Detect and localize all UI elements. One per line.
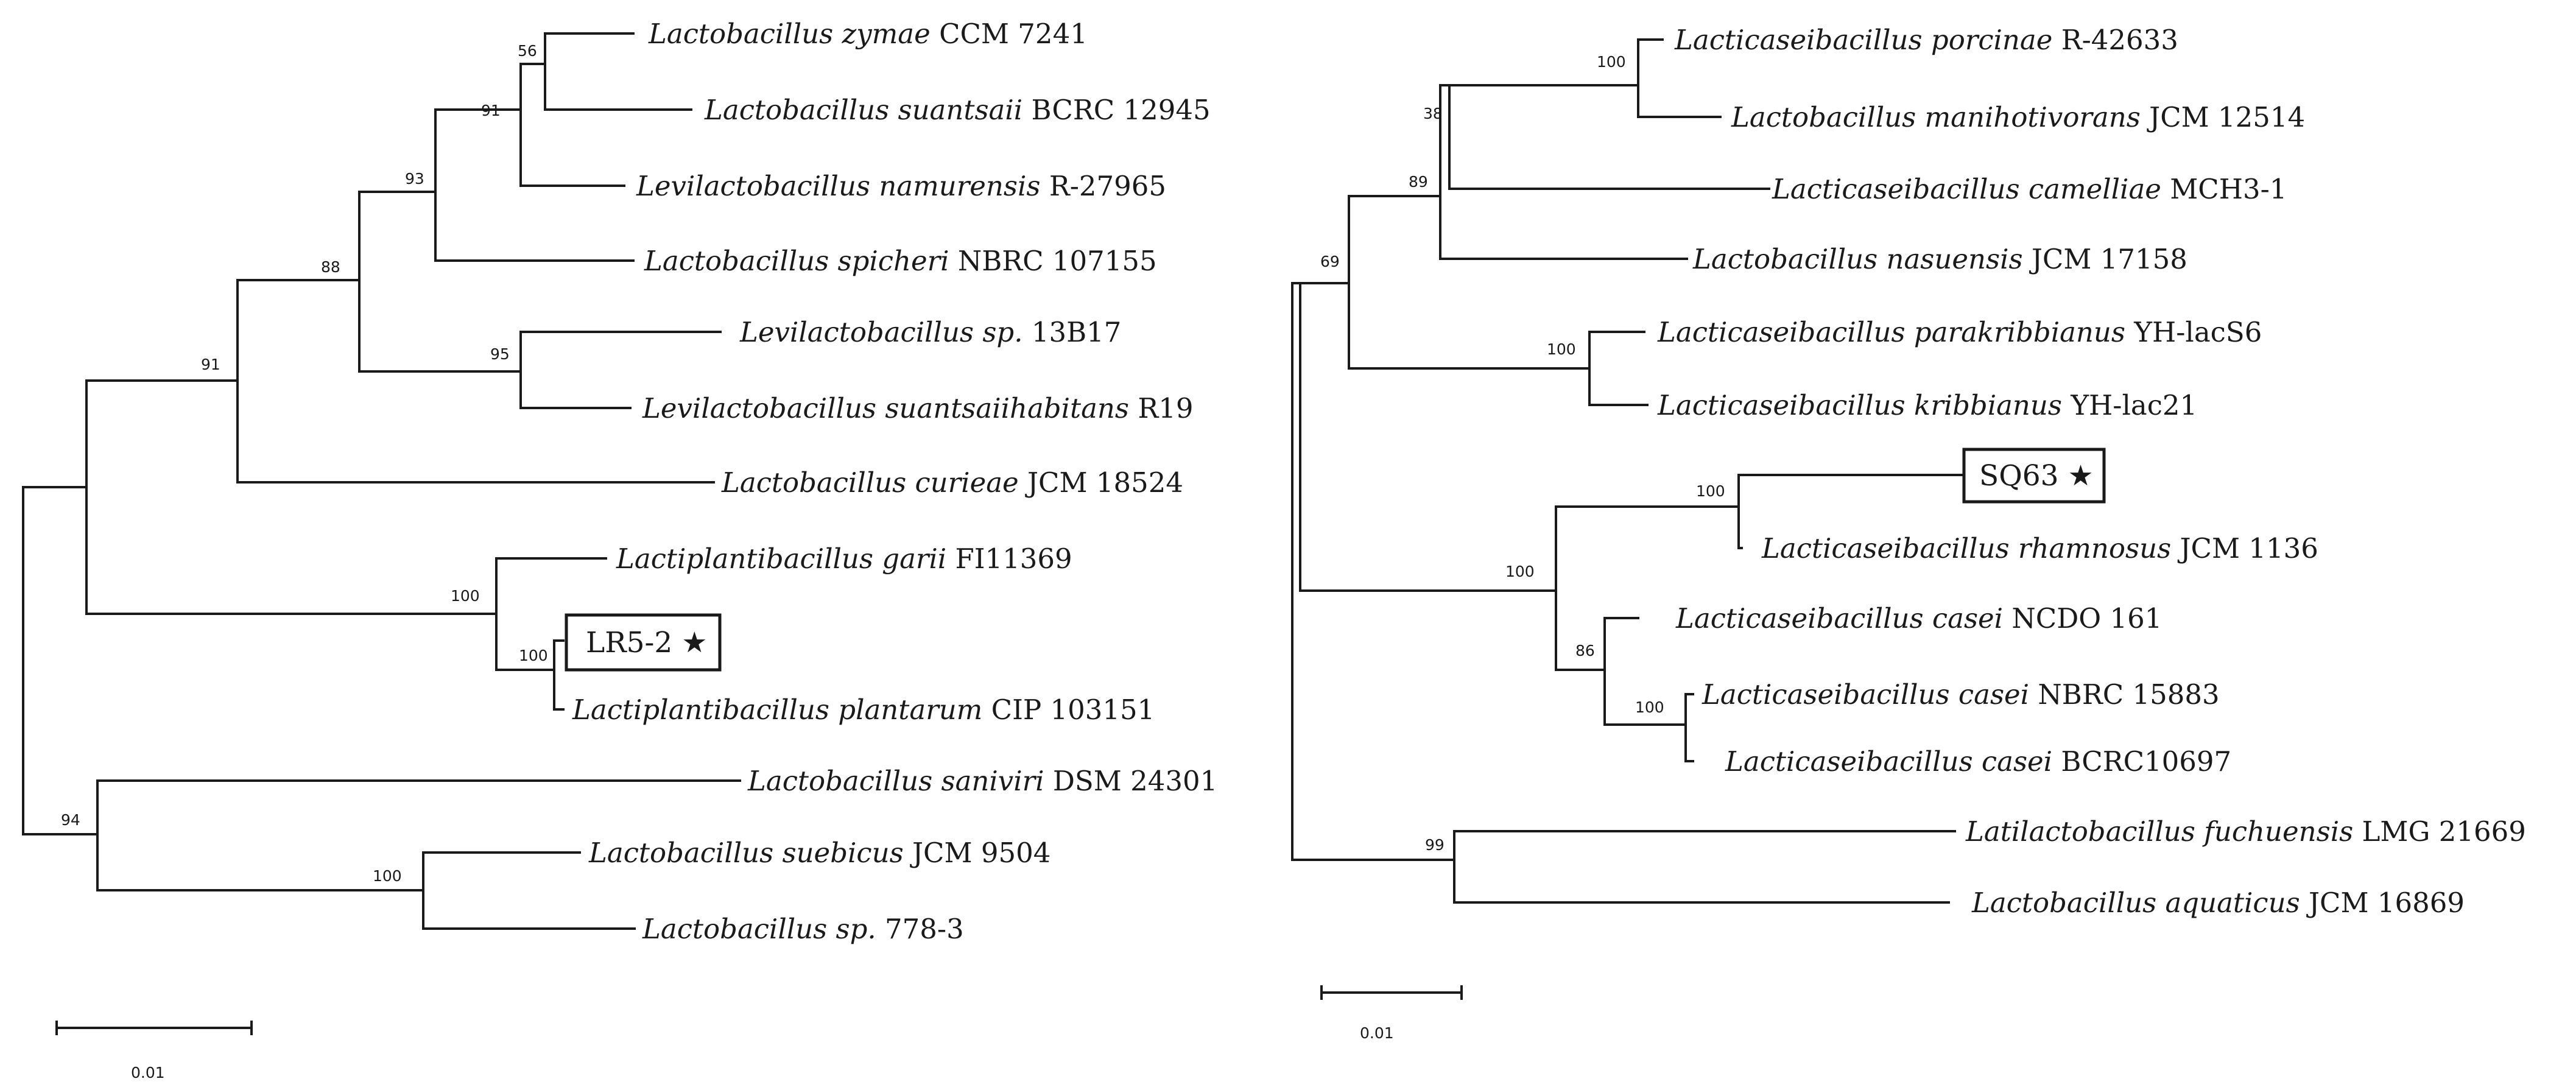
taxon-label: Lacticaseibacillus casei BCRC10697 bbox=[1725, 745, 2231, 778]
taxon-label: Lactobacillus nasuensis JCM 17158 bbox=[1692, 243, 2187, 275]
taxon-label: Lactobacillus suebicus JCM 9504 bbox=[588, 837, 1050, 869]
bootstrap-value: 100 bbox=[1597, 53, 1626, 71]
right-scale-bar: 0.01 bbox=[1320, 985, 1463, 1042]
taxon-label: Lactobacillus manihotivorans JCM 12514 bbox=[1731, 101, 2305, 133]
bootstrap-value: 56 bbox=[518, 42, 537, 60]
taxon-label: Lactobacillus sp. 778-3 bbox=[642, 913, 964, 945]
star-icon: ★ bbox=[681, 626, 707, 659]
bootstrap-value: 88 bbox=[321, 258, 340, 276]
left-tree-bootstrap-values: 56 91 93 88 91 95 100 100 94 100 bbox=[61, 42, 548, 885]
taxon-label: Lactobacillus zymae CCM 7241 bbox=[648, 18, 1088, 50]
bootstrap-value: 100 bbox=[519, 647, 548, 664]
bootstrap-value: 89 bbox=[1409, 173, 1428, 191]
isolate-label-lr5-2: LR5-2 ★ bbox=[565, 613, 722, 672]
bootstrap-value: 100 bbox=[1505, 563, 1535, 580]
bootstrap-value: 86 bbox=[1575, 642, 1595, 659]
left-tree: 56 91 93 88 91 95 100 100 94 100 Lactoba… bbox=[22, 18, 1217, 1081]
left-tree-taxa: Lactobacillus zymae CCM 7241 Lactobacill… bbox=[572, 18, 1217, 945]
taxon-label: Lactobacillus spicheri NBRC 107155 bbox=[644, 245, 1157, 277]
bootstrap-value: 69 bbox=[1320, 253, 1340, 270]
taxon-label: Lacticaseibacillus casei NBRC 15883 bbox=[1701, 678, 2220, 711]
right-tree-bootstrap-values: 100 38 89 69 100 100 100 86 100 99 bbox=[1320, 53, 1725, 854]
taxon-label: Lactiplantibacillus plantarum CIP 103151 bbox=[572, 694, 1155, 726]
taxon-label: Lacticaseibacillus parakribbianus YH-lac… bbox=[1657, 316, 2262, 348]
taxon-label: Levilactobacillus sp. 13B17 bbox=[739, 316, 1121, 348]
isolate-name: SQ63 ★ bbox=[1979, 459, 2094, 493]
right-tree-taxa: Lacticaseibacillus porcinae R-42633 Lact… bbox=[1657, 24, 2526, 919]
taxon-label: Lactobacillus aquaticus JCM 16869 bbox=[1971, 887, 2465, 919]
taxon-label: Lacticaseibacillus casei NCDO 161 bbox=[1675, 602, 2162, 635]
taxon-label: Lacticaseibacillus porcinae R-42633 bbox=[1674, 24, 2178, 56]
isolate-box bbox=[1962, 448, 2106, 504]
right-tree-branches bbox=[1291, 38, 1965, 904]
taxon-label: Lactobacillus suantsaii BCRC 12945 bbox=[704, 94, 1211, 126]
bootstrap-value: 99 bbox=[1425, 836, 1445, 854]
bootstrap-value: 93 bbox=[405, 170, 424, 188]
bootstrap-value: 94 bbox=[61, 811, 80, 829]
scale-bar-label: 0.01 bbox=[1360, 1024, 1394, 1042]
bootstrap-value: 100 bbox=[1635, 698, 1664, 716]
right-tree: 100 38 89 69 100 100 100 86 100 99 Lacti… bbox=[1291, 24, 2526, 1042]
left-tree-branches bbox=[22, 32, 741, 930]
isolate-label-sq63: SQ63 ★ bbox=[1962, 448, 2106, 504]
scale-bar-line bbox=[1320, 985, 1463, 1000]
scale-bar-line bbox=[55, 1021, 253, 1035]
bootstrap-value: 100 bbox=[451, 587, 480, 605]
taxon-label: Levilactobacillus suantsaiihabitans R19 bbox=[642, 392, 1193, 424]
bootstrap-value: 91 bbox=[201, 356, 220, 373]
left-scale-bar: 0.01 bbox=[55, 1021, 253, 1081]
bootstrap-value: 38 bbox=[1423, 105, 1443, 122]
taxon-label: Lacticaseibacillus rhamnosus JCM 1136 bbox=[1761, 532, 2318, 564]
scale-bar-label: 0.01 bbox=[131, 1064, 165, 1081]
taxon-label: Lacticaseibacillus camelliae MCH3-1 bbox=[1772, 173, 2287, 205]
bootstrap-value: 91 bbox=[481, 102, 501, 119]
taxon-label: Lacticaseibacillus kribbianus YH-lac21 bbox=[1657, 389, 2197, 421]
taxon-label: Lactiplantibacillus garii FI11369 bbox=[616, 543, 1072, 575]
isolate-box bbox=[565, 613, 722, 672]
bootstrap-value: 100 bbox=[1696, 482, 1725, 500]
bootstrap-value: 95 bbox=[490, 345, 510, 363]
taxon-label: Lactobacillus curieae JCM 18524 bbox=[721, 466, 1183, 499]
taxon-label: Lactobacillus saniviri DSM 24301 bbox=[747, 765, 1217, 797]
star-icon: ★ bbox=[2068, 459, 2094, 493]
bootstrap-value: 100 bbox=[373, 867, 402, 885]
taxon-label: Levilactobacillus namurensis R-27965 bbox=[636, 170, 1166, 202]
isolate-name: LR5-2 ★ bbox=[586, 626, 707, 659]
bootstrap-value: 100 bbox=[1547, 340, 1576, 358]
taxon-label: Latilactobacillus fuchuensis LMG 21669 bbox=[1965, 815, 2526, 848]
